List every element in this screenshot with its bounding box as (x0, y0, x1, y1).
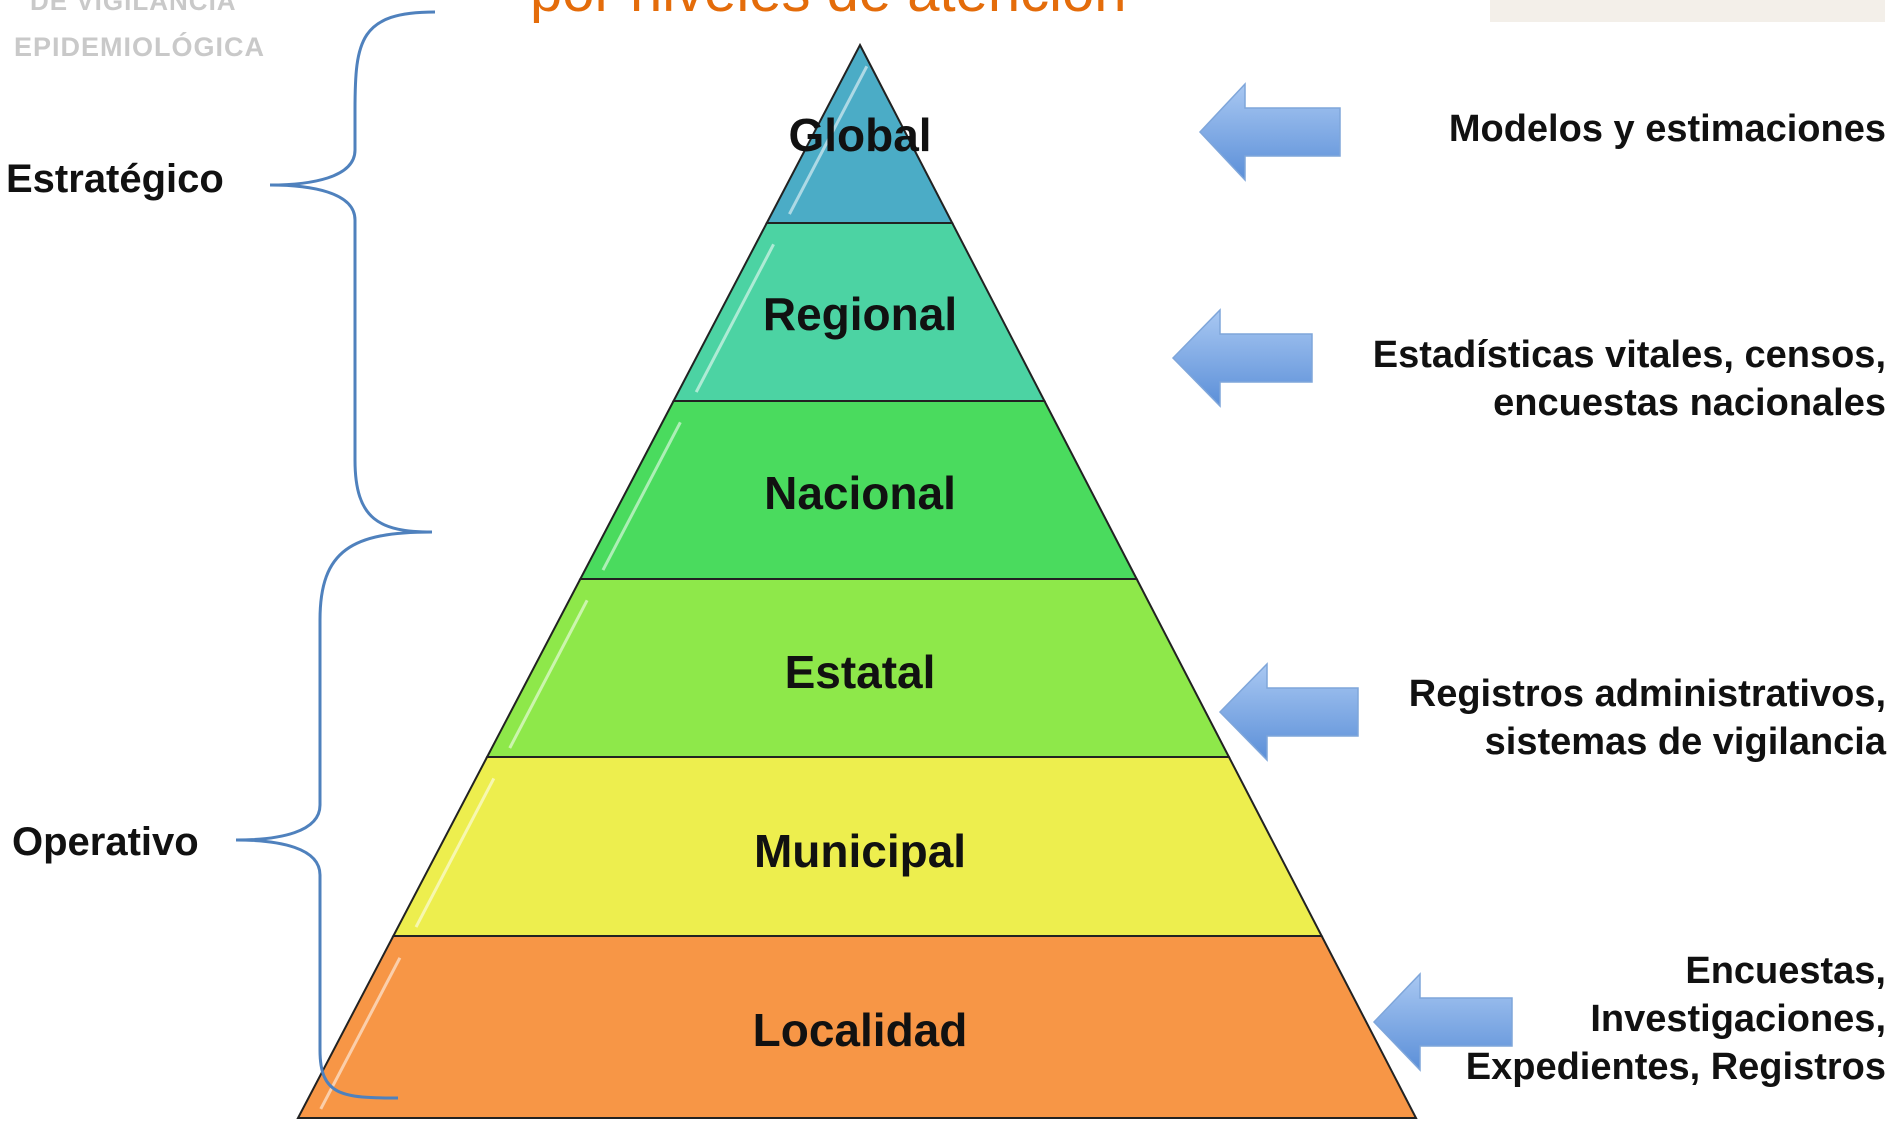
source-label-global: Modelos y estimaciones (1449, 105, 1886, 153)
brace-operativo (235, 530, 433, 1100)
logo-line-1: DE VIGILANCIA (30, 0, 237, 16)
source-line: Modelos y estimaciones (1448, 108, 1886, 150)
pyramid-tier-localidad (296, 935, 1418, 1119)
group-label-estrategico: Estratégico (6, 157, 224, 201)
arrow-estatal (1218, 662, 1359, 762)
source-line: Investigaciones, (1590, 998, 1886, 1040)
header-decoration (1490, 0, 1885, 22)
level-label-localidad: Localidad (752, 1004, 968, 1056)
level-label-global: Global (788, 109, 932, 161)
arrow-global (1198, 82, 1341, 182)
tier-highlight (508, 599, 589, 749)
level-label-regional: Regional (762, 288, 958, 340)
source-label-regional: Estadísticas vitales, censos, encuestas … (1373, 331, 1886, 427)
tier-highlight (601, 421, 682, 571)
tier-highlight (694, 243, 775, 393)
arrow-localidad (1372, 972, 1513, 1072)
source-line: Registros administrativos, (1408, 673, 1886, 715)
tier-highlight (788, 65, 869, 215)
tier-highlight (414, 777, 496, 928)
source-label-localidad: Encuestas, Investigaciones, Expedientes,… (1466, 947, 1886, 1091)
source-line: Estadísticas vitales, censos, (1372, 334, 1886, 376)
tier-highlight (319, 957, 402, 1110)
logo: DE VIGILANCIA EPIDEMIOLÓGICA (0, 0, 360, 62)
level-label-nacional: Nacional (764, 467, 956, 519)
source-line: Encuestas, (1685, 950, 1886, 992)
logo-line-2: EPIDEMIOLÓGICA (14, 32, 266, 62)
slide-title: por niveles de atención (530, 0, 1330, 25)
source-line: encuestas nacionales (1493, 382, 1886, 424)
source-line: sistemas de vigilancia (1484, 721, 1886, 763)
level-label-estatal: Estatal (784, 646, 936, 698)
source-label-estatal: Registros administrativos, sistemas de v… (1409, 670, 1886, 766)
group-label-operativo: Operativo (12, 820, 199, 864)
arrow-regional (1171, 308, 1313, 408)
brace-estrategico (269, 10, 436, 534)
level-label-municipal: Municipal (753, 825, 967, 877)
source-line: Expedientes, Registros (1465, 1046, 1886, 1088)
